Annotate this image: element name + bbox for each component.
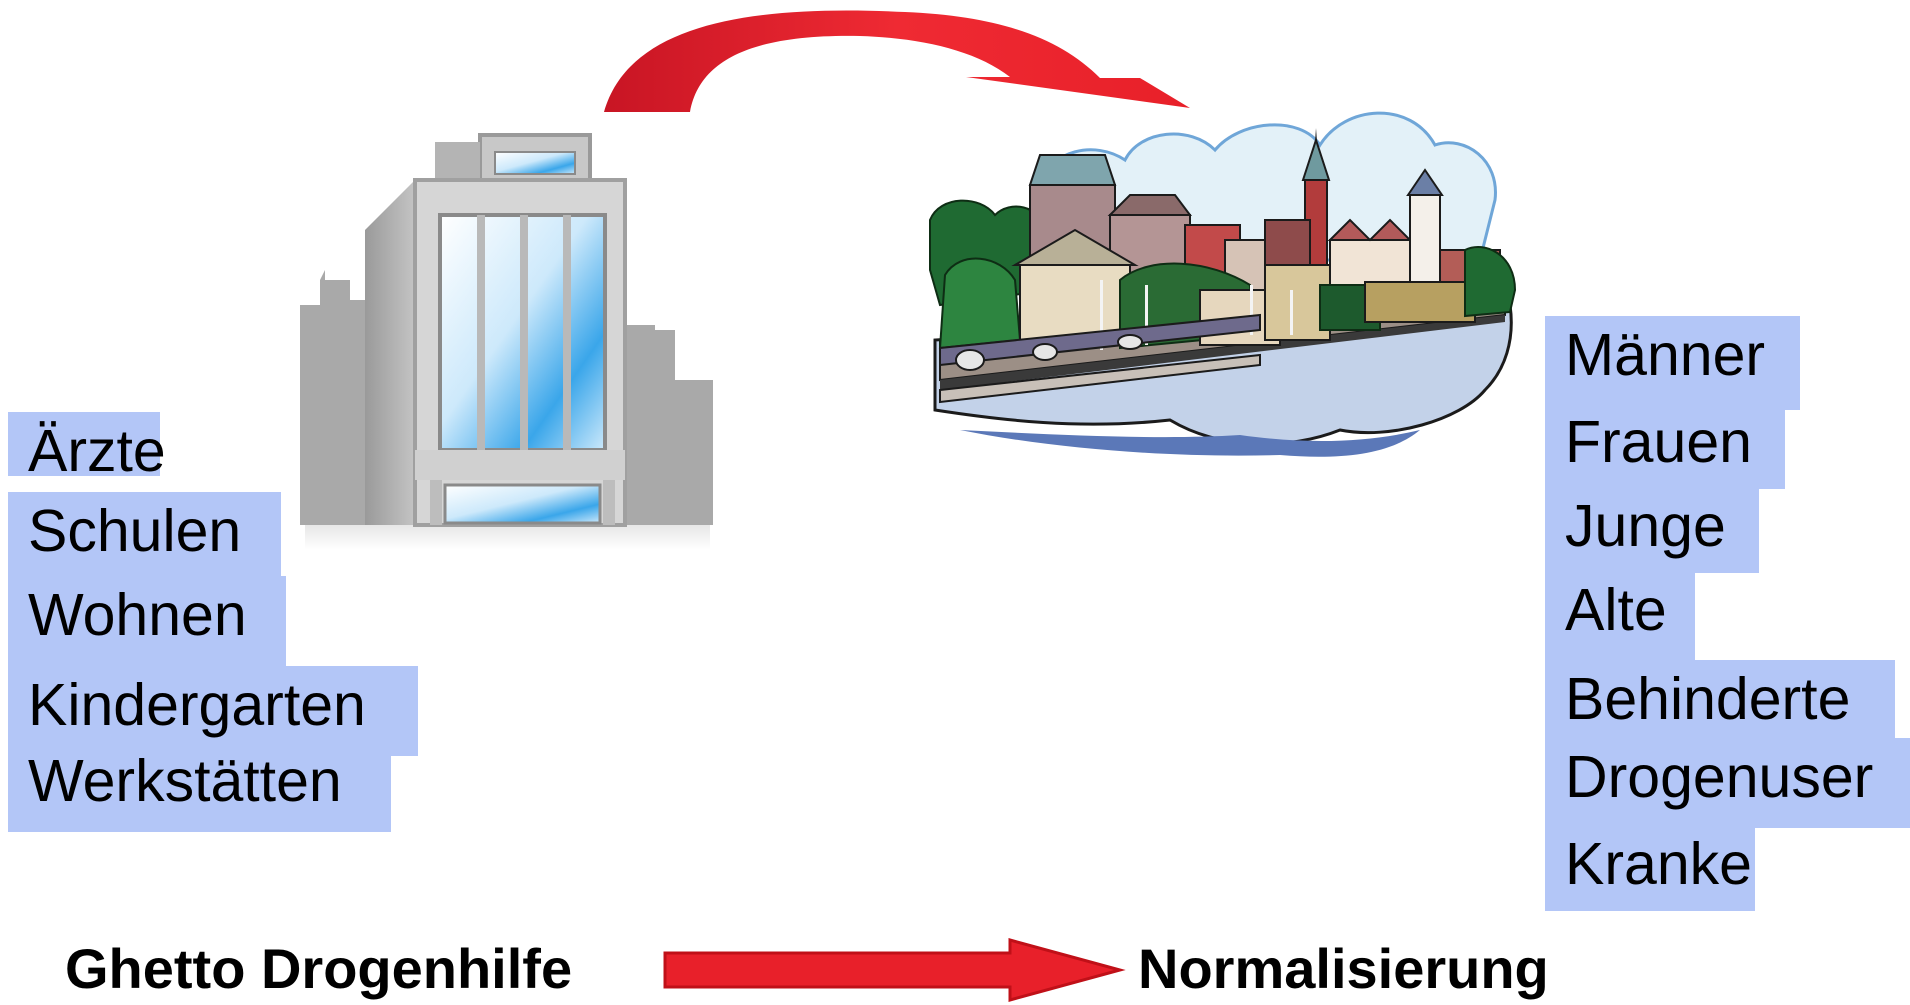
list-item: Werkstätten — [8, 742, 391, 832]
to-caption: Normalisierung — [1138, 937, 1549, 1000]
list-item: Kindergarten — [8, 666, 418, 756]
list-item: Schulen — [8, 492, 281, 578]
list-item: Alte — [1545, 571, 1695, 661]
right-arrow-icon — [663, 938, 1126, 1002]
list-item: Drogenuser — [1545, 738, 1910, 828]
list-item: Wohnen — [8, 576, 286, 666]
city-riverside-icon — [929, 111, 1517, 457]
list-item: Männer — [1545, 316, 1800, 410]
list-item: Behinderte — [1545, 660, 1895, 746]
office-building-icon — [300, 133, 713, 550]
list-item: Ärzte — [8, 412, 166, 481]
list-item: Frauen — [1545, 403, 1785, 489]
from-caption: Ghetto Drogenhilfe — [65, 937, 573, 1000]
list-item: Kranke — [1545, 825, 1755, 911]
list-item: Junge — [1545, 487, 1759, 573]
